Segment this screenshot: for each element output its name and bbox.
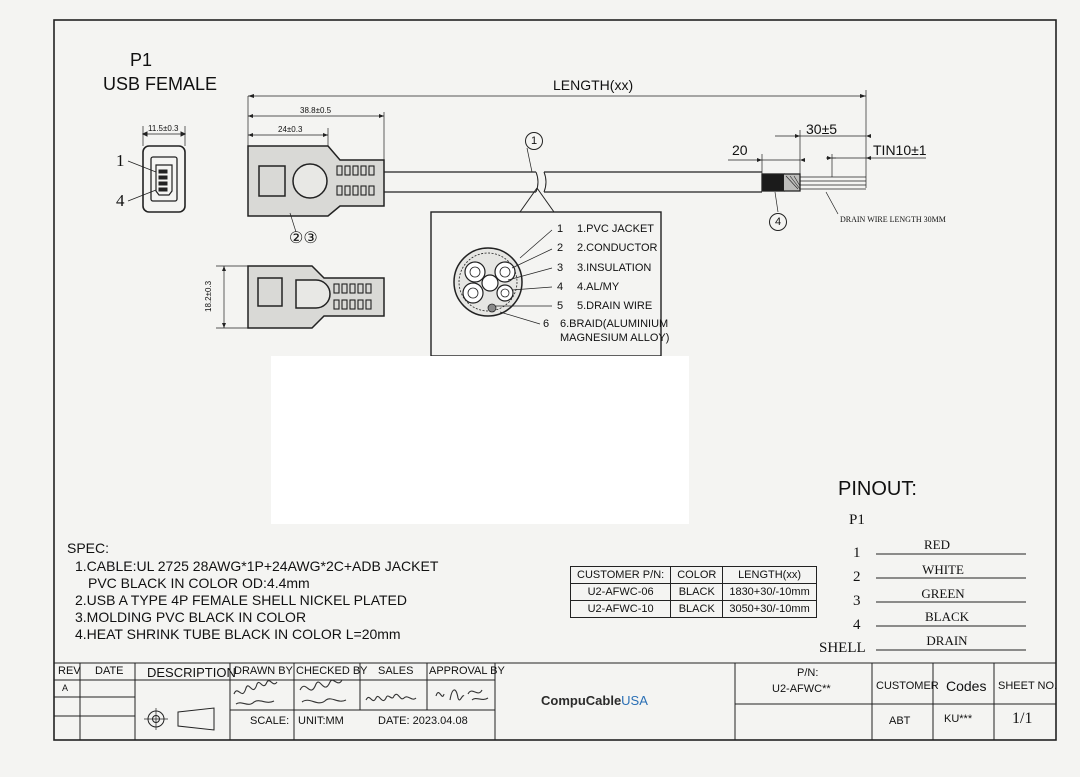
dim-front-width: 11.5±0.3 bbox=[148, 124, 179, 133]
header-color: COLOR bbox=[670, 566, 724, 584]
cell-pn: U2-AFWC-10 bbox=[569, 600, 672, 618]
tb-approval-label: APPROVAL BY bbox=[429, 665, 505, 677]
tb-pn-label: P/N: bbox=[797, 667, 819, 679]
drain-wire-note: DRAIN WIRE LENGTH 30MM bbox=[840, 215, 946, 224]
tb-description-label: DESCRIPTION bbox=[147, 665, 236, 680]
header-customer-pn: CUSTOMER P/N: bbox=[569, 566, 672, 584]
section-num-3: 3 bbox=[557, 262, 564, 274]
pin-num-shell: SHELL bbox=[819, 640, 866, 656]
dim-overall: 38.8±0.5 bbox=[300, 106, 332, 115]
spec-line-5: 4.HEAT SHRINK TUBE BLACK IN COLOR L=20mm bbox=[75, 626, 401, 642]
cell-pn: U2-AFWC-06 bbox=[569, 583, 672, 601]
dim-height: 18.2±0.3 bbox=[204, 280, 213, 312]
dim-tin: TIN10±1 bbox=[873, 142, 927, 158]
cell-length: 3050+30/-10mm bbox=[722, 600, 817, 618]
section-label-4: 4.AL/MY bbox=[577, 281, 620, 293]
tb-pn-value: U2-AFWC** bbox=[772, 683, 831, 695]
tb-date-label: DATE bbox=[95, 665, 124, 677]
table-row: U2-AFWC-10 BLACK 3050+30/-10mm bbox=[569, 600, 817, 618]
cell-length: 1830+30/-10mm bbox=[722, 583, 817, 601]
section-num-2: 2 bbox=[557, 242, 564, 254]
pinout-ref: P1 bbox=[849, 512, 865, 528]
spec-line-3: 2.USB A TYPE 4P FEMALE SHELL NICKEL PLAT… bbox=[75, 592, 407, 608]
connector-type: USB FEMALE bbox=[103, 74, 218, 94]
signatures bbox=[233, 679, 489, 705]
cable bbox=[384, 130, 926, 215]
spec-line-4: 3.MOLDING PVC BLACK IN COLOR bbox=[75, 609, 307, 625]
tb-codes-value: KU*** bbox=[944, 713, 973, 725]
tb-rev-label: REV bbox=[58, 665, 81, 677]
tb-customer-value: ABT bbox=[889, 715, 911, 727]
table-header-row: CUSTOMER P/N: COLOR LENGTH(xx) bbox=[569, 566, 817, 584]
tb-drawn-by-label: DRAWN BY bbox=[234, 665, 293, 677]
table-row: U2-AFWC-06 BLACK 1830+30/-10mm bbox=[569, 583, 817, 601]
section-num-6: 6 bbox=[543, 318, 550, 330]
section-num-4: 4 bbox=[557, 281, 564, 293]
callout-1: 1 bbox=[525, 132, 543, 150]
tb-sheet-label: SHEET NO. bbox=[998, 680, 1058, 692]
pin-color-1: RED bbox=[924, 537, 950, 552]
pin-num-2: 2 bbox=[853, 569, 861, 585]
section-label-6-cont: MAGNESIUM ALLOY) bbox=[560, 332, 670, 344]
pin-color-shell: DRAIN bbox=[926, 633, 968, 648]
title-block-lines bbox=[54, 662, 1056, 740]
section-num-1: 1 bbox=[557, 223, 564, 235]
company-logo: CompuCableUSA bbox=[541, 693, 648, 708]
connector-top-view bbox=[216, 265, 385, 329]
tb-checked-by-label: CHECKED BY bbox=[296, 665, 368, 677]
section-label-3: 3.INSULATION bbox=[577, 262, 652, 274]
dim-length: LENGTH(xx) bbox=[553, 77, 634, 93]
sheet-border bbox=[53, 19, 1057, 741]
section-num-5: 5 bbox=[557, 300, 564, 312]
header-length: LENGTH(xx) bbox=[722, 566, 817, 584]
connector-ref: P1 bbox=[130, 50, 153, 70]
dim-body: 24±0.3 bbox=[278, 125, 303, 134]
pin-color-3: GREEN bbox=[921, 586, 965, 601]
dim-strip: 30±5 bbox=[806, 121, 838, 137]
section-label-1: 1.PVC JACKET bbox=[577, 223, 655, 235]
pin-num-3: 3 bbox=[853, 593, 861, 609]
cell-color: BLACK bbox=[670, 583, 724, 601]
pin4-marker: 4 bbox=[116, 191, 125, 210]
pin-num-4: 4 bbox=[853, 617, 861, 633]
tb-scale-label: SCALE: bbox=[250, 715, 290, 727]
pin-num-1: 1 bbox=[853, 545, 861, 561]
blank-area bbox=[271, 356, 689, 524]
tb-rev-value: A bbox=[62, 683, 69, 693]
tb-codes-label: Codes bbox=[946, 678, 987, 694]
pinout-lines bbox=[876, 553, 1026, 651]
tb-sheet-value: 1/1 bbox=[1012, 710, 1033, 727]
tb-sales-label: SALES bbox=[378, 665, 414, 677]
part-number-table: CUSTOMER P/N: COLOR LENGTH(xx) U2-AFWC-0… bbox=[569, 566, 817, 618]
connector-side-view bbox=[247, 90, 867, 233]
tb-unit: UNIT:MM bbox=[298, 715, 344, 727]
spec-line-2: PVC BLACK IN COLOR OD:4.4mm bbox=[88, 575, 310, 591]
tb-customer-label: CUSTOMER bbox=[876, 680, 939, 692]
dim-jacket: 20 bbox=[732, 142, 748, 158]
spec-title: SPEC: bbox=[67, 540, 110, 556]
section-label-6: 6.BRAID(ALUMINIUM bbox=[560, 318, 669, 330]
pin-color-2: WHITE bbox=[922, 562, 964, 577]
logo-main-text: CompuCable bbox=[541, 693, 622, 708]
usb-front-view bbox=[127, 126, 187, 213]
section-label-5: 5.DRAIN WIRE bbox=[577, 300, 653, 312]
callout-2-3: ②③ bbox=[289, 230, 318, 247]
section-label-2: 2.CONDUCTOR bbox=[577, 242, 658, 254]
callout-4: 4 bbox=[769, 213, 787, 231]
pin1-marker: 1 bbox=[116, 151, 125, 170]
spec-line-1: 1.CABLE:UL 2725 28AWG*1P+24AWG*2C+ADB JA… bbox=[75, 558, 439, 574]
logo-usa-text: USA bbox=[621, 693, 648, 708]
tb-date-value: DATE: 2023.04.08 bbox=[378, 715, 468, 727]
pin-color-4: BLACK bbox=[924, 609, 970, 624]
cell-color: BLACK bbox=[670, 600, 724, 618]
pinout-title: PINOUT: bbox=[838, 478, 917, 500]
